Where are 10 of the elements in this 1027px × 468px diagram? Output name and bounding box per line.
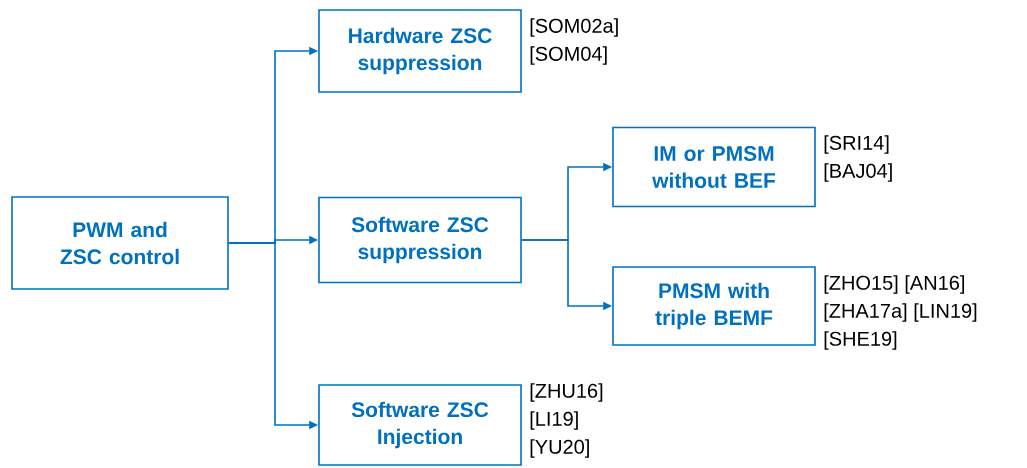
process-box: Software ZSC suppression [318, 196, 522, 284]
process-box: PWM and ZSC control [11, 196, 229, 290]
process-box: IM or PMSM without BEF [612, 126, 816, 208]
reference-list: [ZHO15] [AN16] [ZHA17a] [LIN19] [SHE19] [824, 275, 977, 350]
reference-list: [SOM02a] [SOM04] [530, 18, 618, 65]
process-box: Hardware ZSC suppression [318, 9, 522, 93]
reference-list: [SRI14] [BAJ04] [824, 135, 892, 182]
reference-list: [ZHU16] [LI19] [YU20] [530, 383, 603, 458]
process-box: PMSM with triple BEMF [612, 266, 816, 346]
process-box: Software ZSC Injection [318, 384, 522, 466]
